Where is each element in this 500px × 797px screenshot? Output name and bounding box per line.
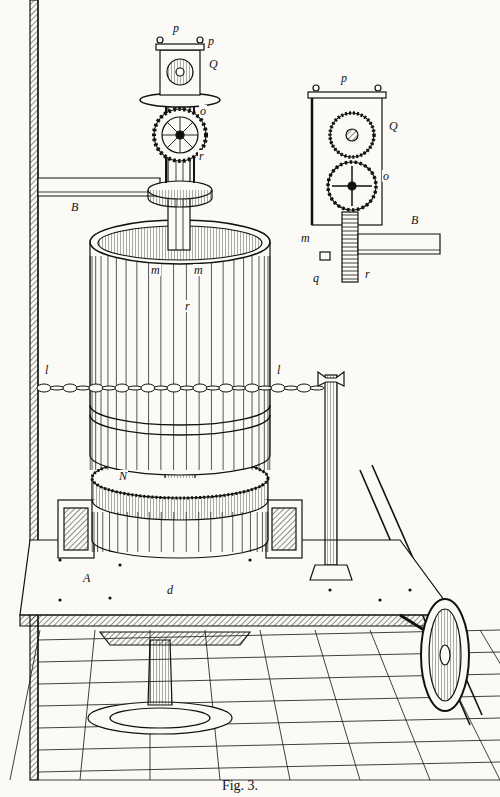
callout-letter: r xyxy=(364,268,371,280)
pulley-wheel xyxy=(421,599,469,711)
callout-letter: l xyxy=(276,364,281,376)
callout-letter: o xyxy=(382,170,390,182)
callout-letter: p xyxy=(172,22,180,34)
callout-letter: A xyxy=(82,572,91,584)
wall xyxy=(30,0,38,780)
callout-letter: Q xyxy=(388,120,399,132)
callout-letter: o xyxy=(199,105,207,117)
callout-letter: p xyxy=(340,72,348,84)
callout-letter: p xyxy=(207,35,215,47)
callout-letter: q xyxy=(312,272,320,284)
callout-letter: B xyxy=(410,214,419,226)
callout-letter: d xyxy=(166,584,174,596)
callout-letter: r xyxy=(198,150,205,162)
figure-caption: Fig. 3. xyxy=(222,778,258,794)
arm xyxy=(38,178,160,196)
press-tub xyxy=(90,242,270,475)
callout-letter: m xyxy=(193,264,204,276)
inset-detail xyxy=(308,85,440,282)
callout-letter: l xyxy=(44,364,49,376)
callout-letter: N xyxy=(118,470,128,482)
bracket xyxy=(58,500,94,558)
callout-letter: B xyxy=(70,201,79,213)
callout-letter: Q xyxy=(208,58,219,70)
callout-letter: m xyxy=(300,232,311,244)
bracket xyxy=(266,500,302,558)
callout-letter: m xyxy=(150,264,161,276)
callout-letter: r xyxy=(184,300,191,312)
tension-post xyxy=(325,375,337,565)
